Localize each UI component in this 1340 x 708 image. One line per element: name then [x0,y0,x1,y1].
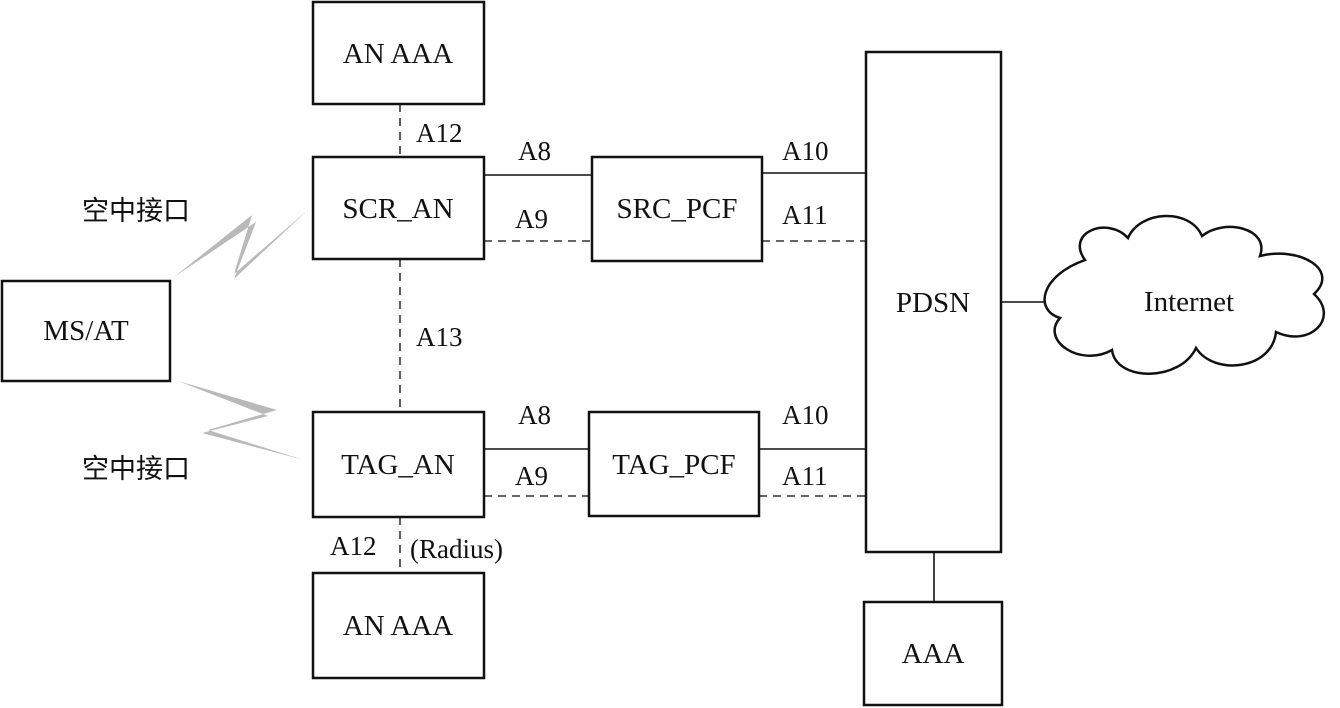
tag-pcf-box [587,410,761,518]
src-pcf-label: SRC_PCF [617,193,738,225]
ms-at-box [0,279,172,383]
a12-top-label: A12 [416,118,463,148]
scr-an-box [311,155,486,261]
scr-an-label: SCR_AN [342,193,453,225]
air-interface-label-top: 空中接口 [82,196,190,227]
a8-bottom-label: A8 [518,400,551,430]
air-interface-label-bottom: 空中接口 [82,454,190,485]
ms-at-label: MS/AT [43,315,129,347]
tag-pcf-label: TAG_PCF [612,449,735,481]
internet-label: Internet [1144,286,1234,318]
internet-cloud [1043,214,1326,375]
a9-top-label: A9 [515,204,548,234]
radius-label: (Radius) [410,534,503,564]
air-interface-bolt-top [174,209,309,279]
aaa-label: AAA [902,638,965,670]
a10-top-label: A10 [782,136,829,166]
a12-bottom-label: A12 [330,531,377,561]
src-pcf-box [590,155,764,263]
a11-bottom-label: A11 [782,461,828,491]
tag-an-label: TAG_AN [341,449,455,481]
aaa-box [862,600,1004,707]
an-aaa-top-box [311,0,486,106]
a11-top-label: A11 [782,200,828,230]
a10-bottom-label: A10 [782,400,829,430]
an-aaa-bottom-box [311,571,486,680]
an-aaa-top-label: AN AAA [343,38,453,70]
an-aaa-bottom-label: AN AAA [343,610,453,642]
a8-top-label: A8 [518,136,551,166]
pdsn-box [864,50,1003,554]
air-interface-bolt-bottom [178,381,304,460]
pdsn-label: PDSN [896,287,970,319]
tag-an-box [311,410,486,519]
a9-bottom-label: A9 [515,461,548,491]
a13-label: A13 [416,322,463,352]
